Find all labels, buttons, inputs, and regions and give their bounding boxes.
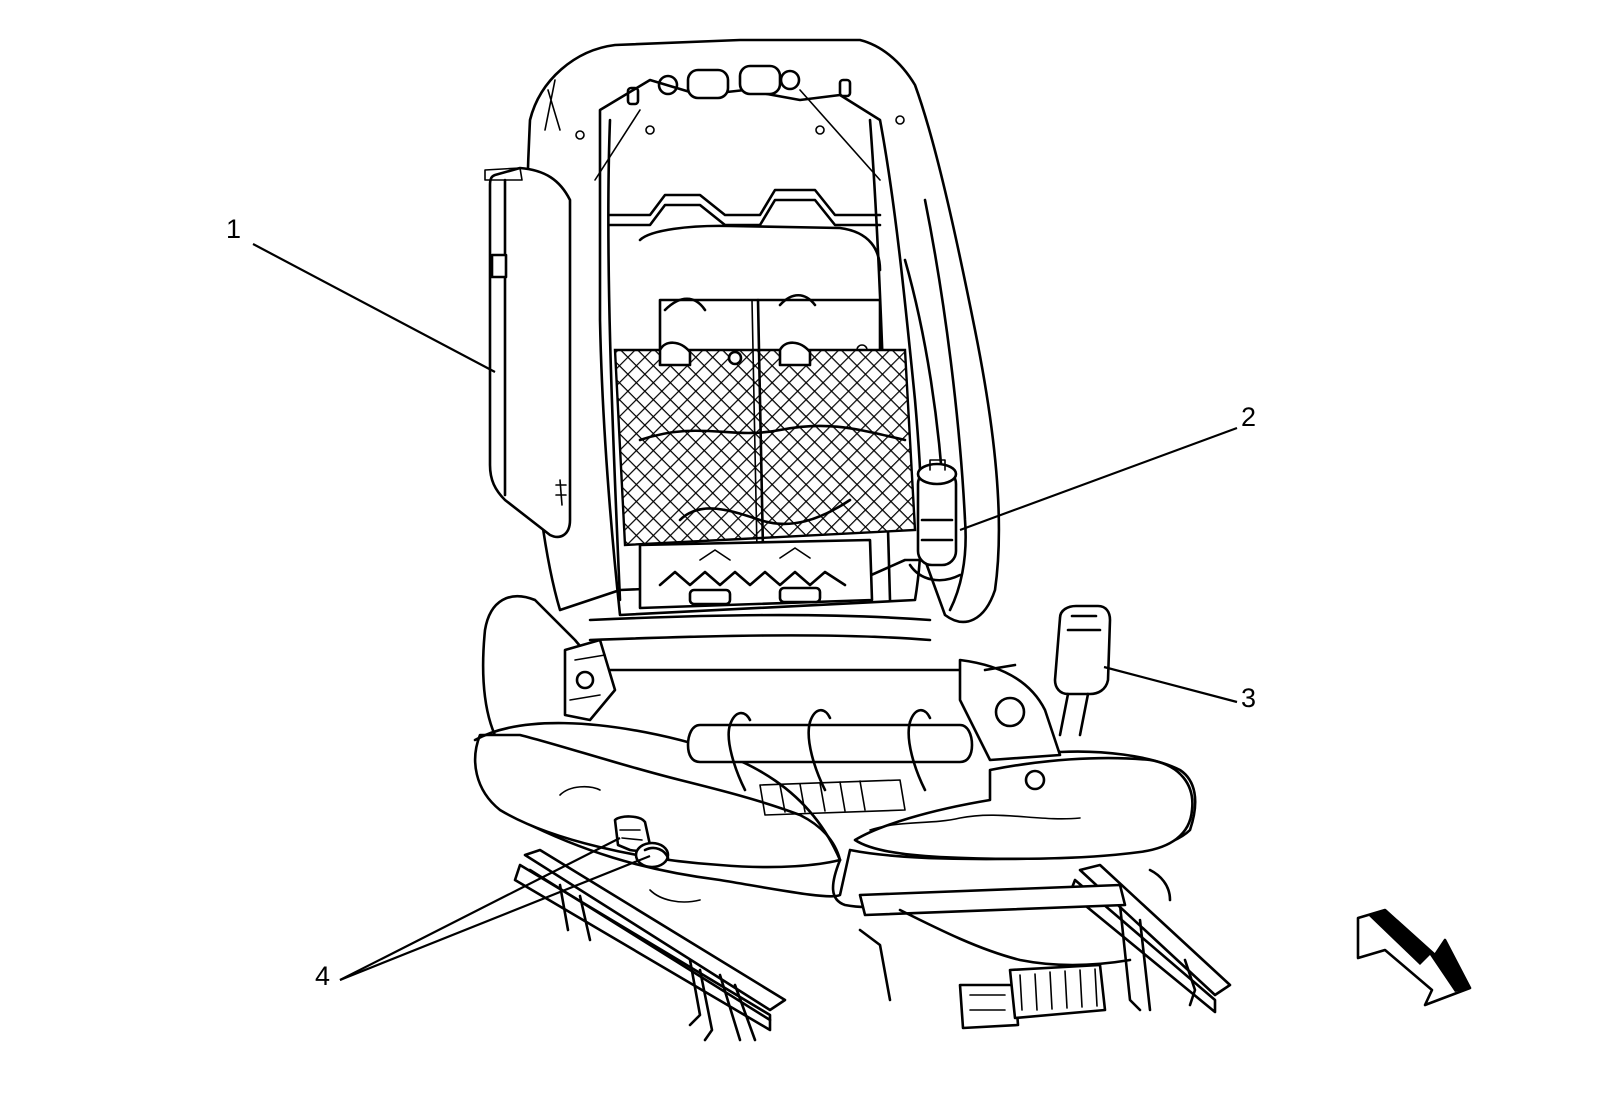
callout-1: 1 [226,214,242,244]
seat-belt-buckle [1053,604,1112,737]
leader-line-4b [339,854,651,982]
leader-line-3 [1103,665,1238,704]
seat-cushion [473,594,1197,909]
leader-line-4a [339,837,621,981]
callout-3: 3 [1241,683,1257,713]
seat-motor-connector [958,963,1107,1030]
seat-belt-retractor [908,459,962,582]
leader-line-2 [959,426,1238,532]
callout-leader-lines [252,243,1238,982]
view-direction-arrow-icon [1356,908,1472,1007]
side-airbag-module [484,166,572,539]
callout-4: 4 [315,961,331,991]
seat-back-frame [524,38,1001,642]
seat-adjuster-switch [613,815,670,869]
seat-tracks [513,848,1232,1042]
callout-2: 2 [1241,402,1257,432]
leader-line-1 [252,243,496,373]
